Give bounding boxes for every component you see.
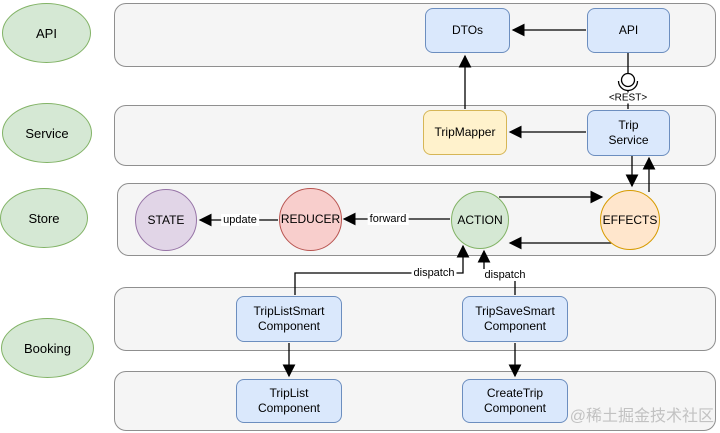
node-label: API bbox=[618, 23, 639, 37]
node-reducer: REDUCER bbox=[279, 188, 342, 251]
lane-presentation-components bbox=[114, 371, 716, 431]
node-createtrip: CreateTrip Component bbox=[462, 379, 568, 423]
layer-ellipse-booking: Booking bbox=[1, 318, 94, 378]
node-triplistsmart: TripListSmart Component bbox=[236, 296, 342, 342]
node-label: TripMapper bbox=[434, 125, 496, 139]
node-api: API bbox=[587, 8, 670, 53]
node-tripservice: Trip Service bbox=[587, 110, 670, 156]
node-tripsavesmart: TripSaveSmart Component bbox=[462, 296, 568, 342]
node-label: TripSaveSmart Component bbox=[475, 304, 555, 333]
node-state: STATE bbox=[135, 189, 197, 251]
layer-ellipse-api: API bbox=[2, 3, 91, 63]
node-label: Trip Service bbox=[608, 118, 649, 147]
node-dtos: DTOs bbox=[425, 8, 510, 53]
edge-label-rest: <REST> bbox=[606, 92, 650, 104]
node-label: REDUCER bbox=[280, 212, 341, 226]
node-effects: EFFECTS bbox=[600, 190, 660, 250]
layer-ellipse-store: Store bbox=[0, 188, 88, 248]
node-action: ACTION bbox=[451, 191, 509, 249]
layer-ellipse-service: Service bbox=[2, 103, 92, 163]
layer-label: API bbox=[36, 25, 57, 41]
node-label: TripList Component bbox=[257, 386, 321, 415]
edge-label-forward: forward bbox=[367, 213, 409, 225]
node-tripmapper: TripMapper bbox=[423, 110, 507, 155]
edge-label-dispatch-left: dispatch bbox=[411, 267, 457, 279]
node-label: TripListSmart Component bbox=[253, 304, 325, 333]
node-triplist: TripList Component bbox=[236, 379, 342, 423]
node-label: STATE bbox=[147, 212, 185, 227]
rest-socket-icon bbox=[617, 80, 639, 92]
node-label: ACTION bbox=[457, 212, 503, 227]
edge-label-update: update bbox=[221, 214, 259, 226]
layer-label: Store bbox=[28, 210, 60, 226]
node-label: DTOs bbox=[451, 23, 484, 37]
lane-smart-components bbox=[114, 287, 716, 351]
watermark-text: @稀土掘金技术社区 bbox=[569, 408, 714, 425]
node-label: CreateTrip Component bbox=[483, 386, 547, 415]
edge-label-dispatch-right: dispatch bbox=[482, 269, 528, 281]
layer-label: Booking bbox=[24, 340, 71, 356]
rest-ball-icon bbox=[620, 72, 636, 88]
node-label: EFFECTS bbox=[602, 212, 658, 227]
layer-label: Service bbox=[25, 125, 69, 141]
